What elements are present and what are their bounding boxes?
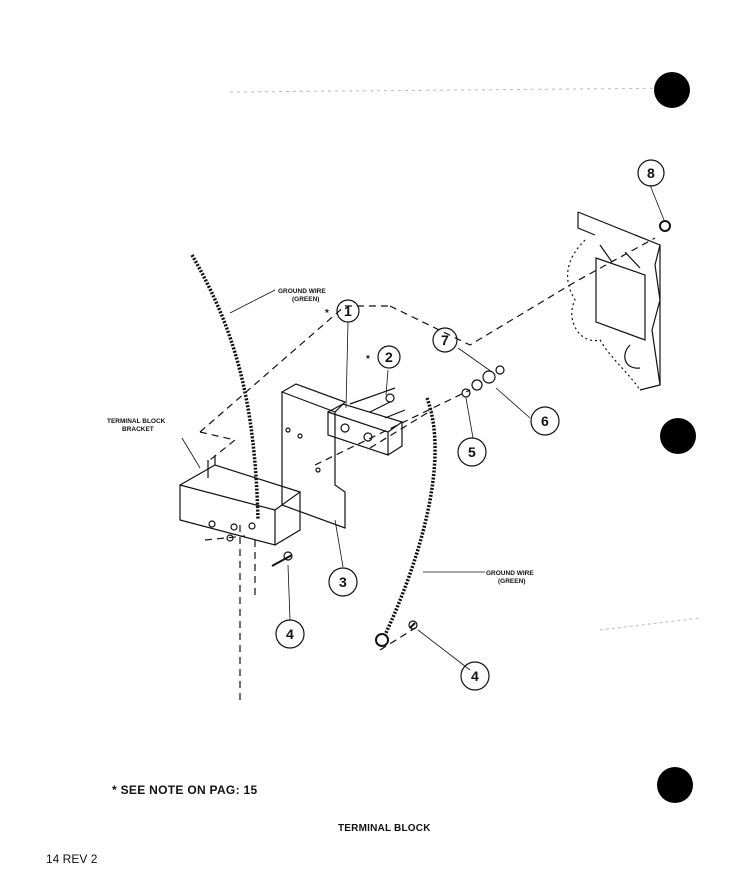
page-number: 14 REV 2 xyxy=(46,852,98,866)
asterisk-1: * xyxy=(325,308,329,319)
note-text: * SEE NOTE ON PAG: 15 xyxy=(112,783,258,797)
callout-3: 3 xyxy=(339,574,347,590)
callout-7: 7 xyxy=(441,332,449,348)
callout-8: 8 xyxy=(647,165,655,181)
cabinet-panel xyxy=(566,211,661,391)
punch-hole-3 xyxy=(657,767,693,803)
ground-wire-bottom xyxy=(383,397,437,636)
ground-wire-top-label: GROUND WIRE xyxy=(278,288,326,295)
callout-4-left: 4 xyxy=(286,626,294,642)
punch-hole-1 xyxy=(654,72,690,108)
terminal-block-bracket xyxy=(179,455,302,546)
bracket-label: TERMINAL BLOCK xyxy=(107,418,166,425)
asterisk-2: * xyxy=(366,354,370,365)
callout-4-right: 4 xyxy=(471,668,479,684)
dashed-assembly-lines xyxy=(199,237,656,700)
ground-wire-bottom-color: (GREEN) xyxy=(498,578,525,585)
callout-2: 2 xyxy=(385,349,393,365)
mounting-plate xyxy=(281,383,347,529)
diagram-title: TERMINAL BLOCK xyxy=(338,823,431,834)
terminal-block xyxy=(327,387,406,456)
punch-hole-2 xyxy=(660,418,696,454)
ground-wire-bottom-label: GROUND WIRE xyxy=(486,570,534,577)
callout-5: 5 xyxy=(468,444,476,460)
callout-1: 1 xyxy=(344,303,352,319)
bracket-label-2: BRACKET xyxy=(122,426,154,433)
callout-6: 6 xyxy=(541,413,549,429)
ground-wire-top xyxy=(190,254,260,521)
ground-wire-top-color: (GREEN) xyxy=(292,296,319,303)
